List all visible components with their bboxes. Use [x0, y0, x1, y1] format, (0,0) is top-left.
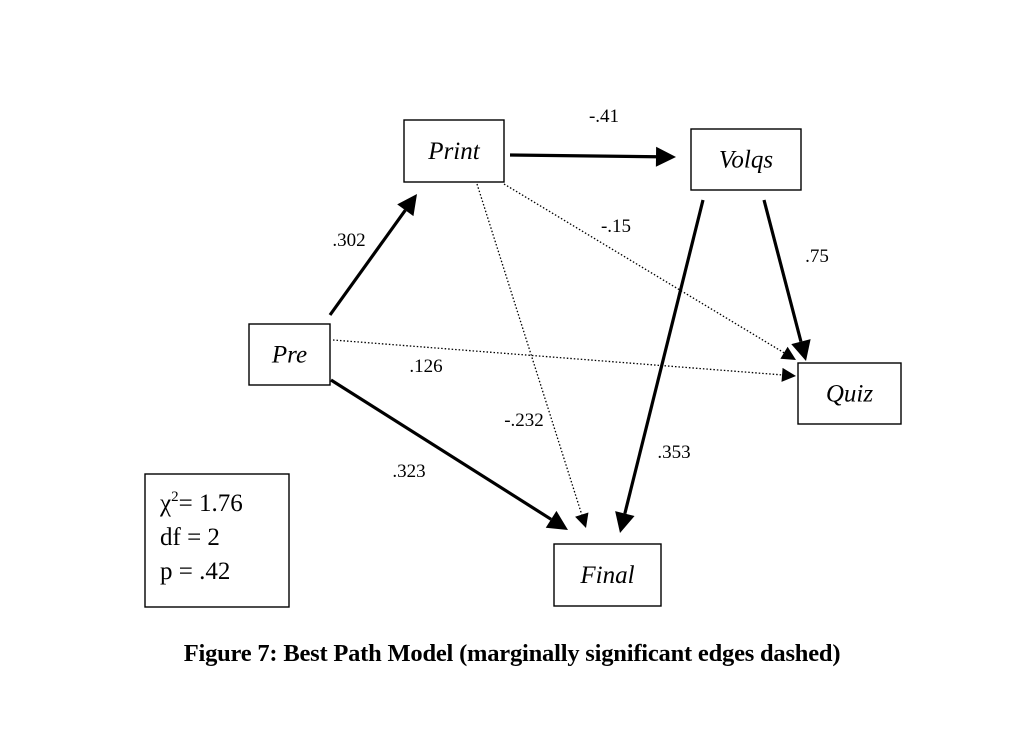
node-box-print	[403, 119, 505, 183]
edge-volqs-final	[615, 199, 705, 533]
dashed-edge-line	[476, 183, 583, 515]
solid-edge-line	[328, 209, 407, 316]
edge-coefficient-print-volqs: -.41	[589, 106, 619, 127]
solid-edge-line	[762, 199, 803, 343]
arrowhead-icon	[615, 511, 635, 533]
node-label-final: Final	[579, 562, 634, 589]
edge-coefficient-volqs-final: .353	[657, 442, 690, 463]
arrowhead-icon	[780, 346, 796, 360]
node-box-quiz	[797, 362, 902, 425]
edge-coefficient-print-quiz: -.15	[601, 216, 631, 237]
edge-volqs-quiz	[762, 199, 811, 361]
node-label-print: Print	[427, 138, 480, 165]
node-label-volqs: Volqs	[719, 147, 773, 174]
edge-coefficient-print-final: -.232	[504, 410, 544, 431]
arrowhead-icon	[655, 146, 676, 167]
chi-superscript: 2	[171, 489, 179, 505]
arrowhead-icon	[791, 339, 811, 361]
node-print: Print	[403, 119, 505, 183]
node-volqs: Volqs	[690, 128, 802, 191]
chi-symbol: χ	[159, 490, 171, 517]
dashed-edge-line	[332, 339, 783, 376]
figure-caption: Figure 7: Best Path Model (marginally si…	[183, 640, 841, 667]
arrowhead-icon	[575, 512, 589, 528]
edge-coefficient-pre-print: .302	[332, 230, 365, 251]
node-pre: Pre	[248, 323, 331, 386]
node-box-pre	[248, 323, 331, 386]
edge-coefficient-pre-quiz: .126	[409, 356, 442, 377]
node-final: Final	[553, 543, 662, 607]
edges-layer	[328, 146, 811, 533]
fit-statistics-box: χ2= 1.76 df = 2 p = .42	[144, 473, 290, 608]
node-label-pre: Pre	[271, 342, 307, 369]
chi-square-stat: χ2= 1.76	[159, 489, 243, 517]
edge-pre-print	[328, 194, 417, 316]
node-label-quiz: Quiz	[826, 381, 874, 408]
edge-pre-quiz	[332, 339, 796, 382]
edge-print-volqs	[509, 146, 676, 167]
solid-edge-line	[330, 378, 552, 521]
solid-edge-line	[509, 153, 657, 159]
node-box-volqs	[690, 128, 802, 191]
chi-value: = 1.76	[179, 490, 243, 517]
dashed-edge-line	[503, 183, 785, 354]
edge-coefficient-volqs-quiz: .75	[805, 246, 829, 267]
df-stat: df = 2	[160, 524, 220, 551]
edge-pre-final	[330, 378, 568, 530]
node-quiz: Quiz	[797, 362, 902, 425]
arrowhead-icon	[545, 510, 568, 530]
edge-labels-layer: -.41 .302 -.15 -.232 .75 .353 .126 .323	[332, 106, 829, 482]
p-value-stat: p = .42	[160, 558, 230, 585]
arrowhead-icon	[781, 367, 796, 382]
node-box-final	[553, 543, 662, 607]
edge-print-final	[476, 183, 589, 528]
arrowhead-icon	[397, 194, 417, 217]
edge-coefficient-pre-final: .323	[392, 461, 425, 482]
fit-statistics-frame	[144, 473, 290, 608]
edge-print-quiz	[503, 183, 796, 360]
solid-edge-line	[623, 199, 705, 514]
